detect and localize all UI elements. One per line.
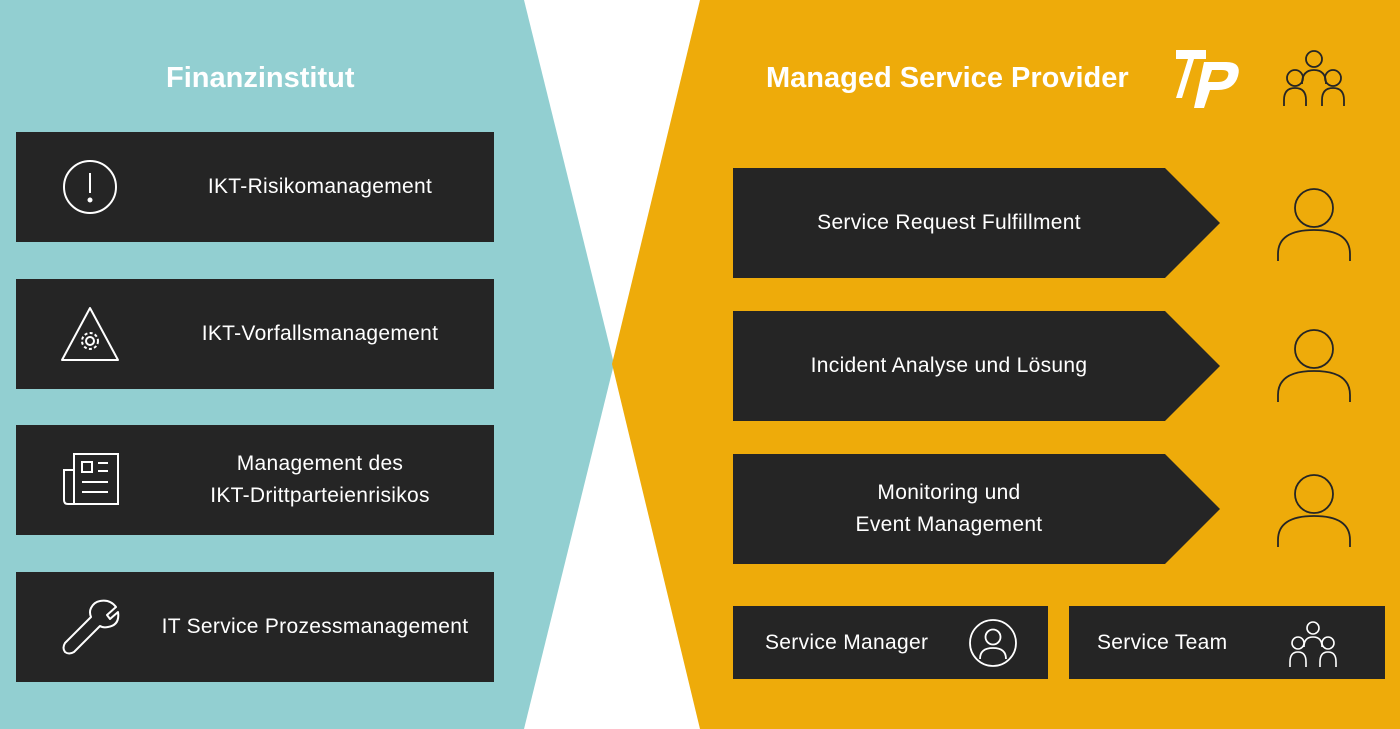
person-icon (1277, 188, 1351, 261)
left-title: Finanzinstitut (166, 62, 355, 94)
left-item-it-service-process: IT Service Prozessmanagement (16, 572, 494, 682)
step-label: Monitoring und Event Management (855, 481, 1043, 536)
role-service-team: Service Team (1069, 606, 1385, 679)
left-item-incident-management: IKT-Vorfallsmanagement (16, 279, 494, 389)
left-item-label: IKT-Vorfallsmanagement (201, 322, 439, 345)
left-item-label: Management des IKT-Drittparteienrisikos (210, 452, 430, 507)
7p-logo (1176, 50, 1239, 108)
left-item-label: IKT-Risikomanagement (207, 175, 433, 198)
step-service-request: Service Request Fulfillment (733, 168, 1220, 278)
warning-gear-icon (61, 307, 119, 361)
role-service-manager: Service Manager (733, 606, 1048, 679)
document-icon (63, 453, 119, 505)
left-item-label: IT Service Prozessmanagement (161, 615, 469, 638)
step-label: Service Request Fulfillment (817, 211, 1081, 234)
step-incident-analysis: Incident Analyse und Lösung (733, 311, 1220, 421)
team-icon (1283, 50, 1345, 106)
person-circle-icon (969, 619, 1017, 667)
arrow-shape (733, 454, 1220, 564)
step-monitoring: Monitoring und Event Management (733, 454, 1220, 564)
arrow-shape (733, 311, 1220, 421)
role-label: Service Manager (765, 630, 929, 654)
right-title: Managed Service Provider (766, 62, 1129, 94)
wrench-icon (62, 599, 120, 655)
alert-circle-icon (63, 160, 117, 214)
arrow-shape (733, 168, 1220, 278)
left-item-risk-management: IKT-Risikomanagement (16, 132, 494, 242)
person-icon (1277, 329, 1351, 402)
team-icon (1289, 621, 1337, 667)
person-icon (1277, 474, 1351, 547)
role-label: Service Team (1097, 630, 1228, 654)
step-label: Incident Analyse und Lösung (810, 354, 1088, 377)
left-item-third-party-risk: Management des IKT-Drittparteienrisikos (16, 425, 494, 535)
